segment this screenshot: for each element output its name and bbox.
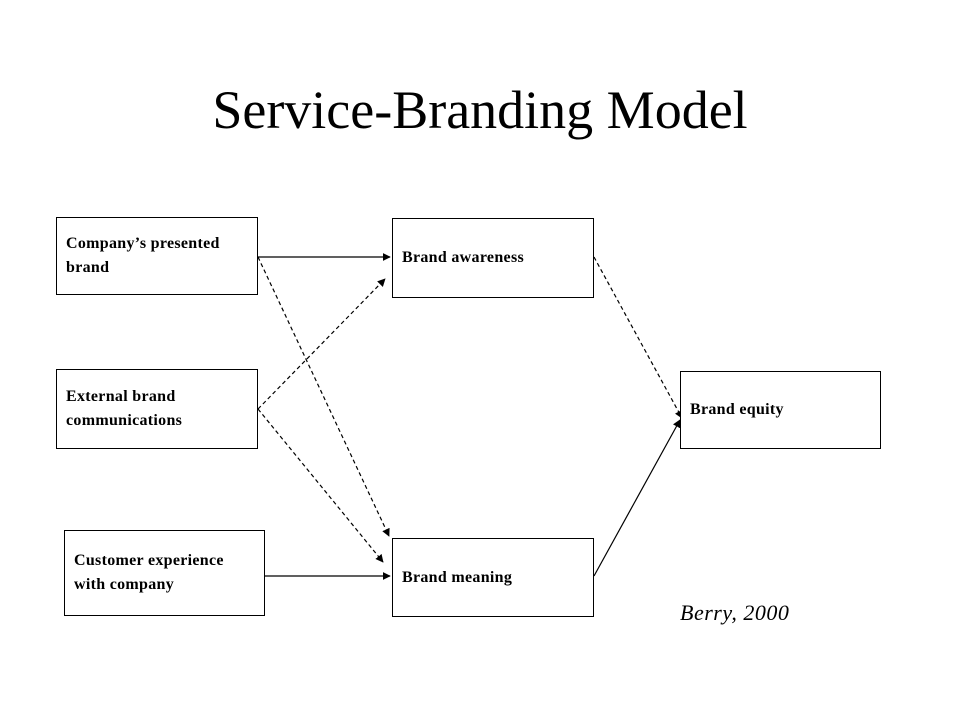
node-brand-equity: Brand equity <box>680 371 881 449</box>
node-label: Customer experience with company <box>74 552 224 593</box>
node-brand-awareness: Brand awareness <box>392 218 594 298</box>
arrow-company-to-meaning <box>257 256 390 537</box>
arrow-meaning-to-equity <box>593 419 681 577</box>
node-label: Company’s presented brand <box>66 235 220 276</box>
node-brand-meaning: Brand meaning <box>392 538 594 617</box>
node-customer-experience: Customer experience with company <box>64 530 265 616</box>
node-company-presented-brand: Company’s presented brand <box>56 217 258 295</box>
node-label: Brand meaning <box>402 568 513 586</box>
node-label: External brand communications <box>66 388 183 429</box>
arrow-external-to-awareness <box>257 278 386 410</box>
page-title: Service-Branding Model <box>212 80 748 140</box>
node-label: Brand equity <box>690 401 784 418</box>
arrow-external-to-meaning <box>257 408 384 563</box>
node-external-brand-communications: External brand communications <box>56 369 258 449</box>
node-label: Brand awareness <box>402 249 524 266</box>
arrow-awareness-to-equity <box>593 256 683 419</box>
citation: Berry, 2000 <box>680 600 790 625</box>
